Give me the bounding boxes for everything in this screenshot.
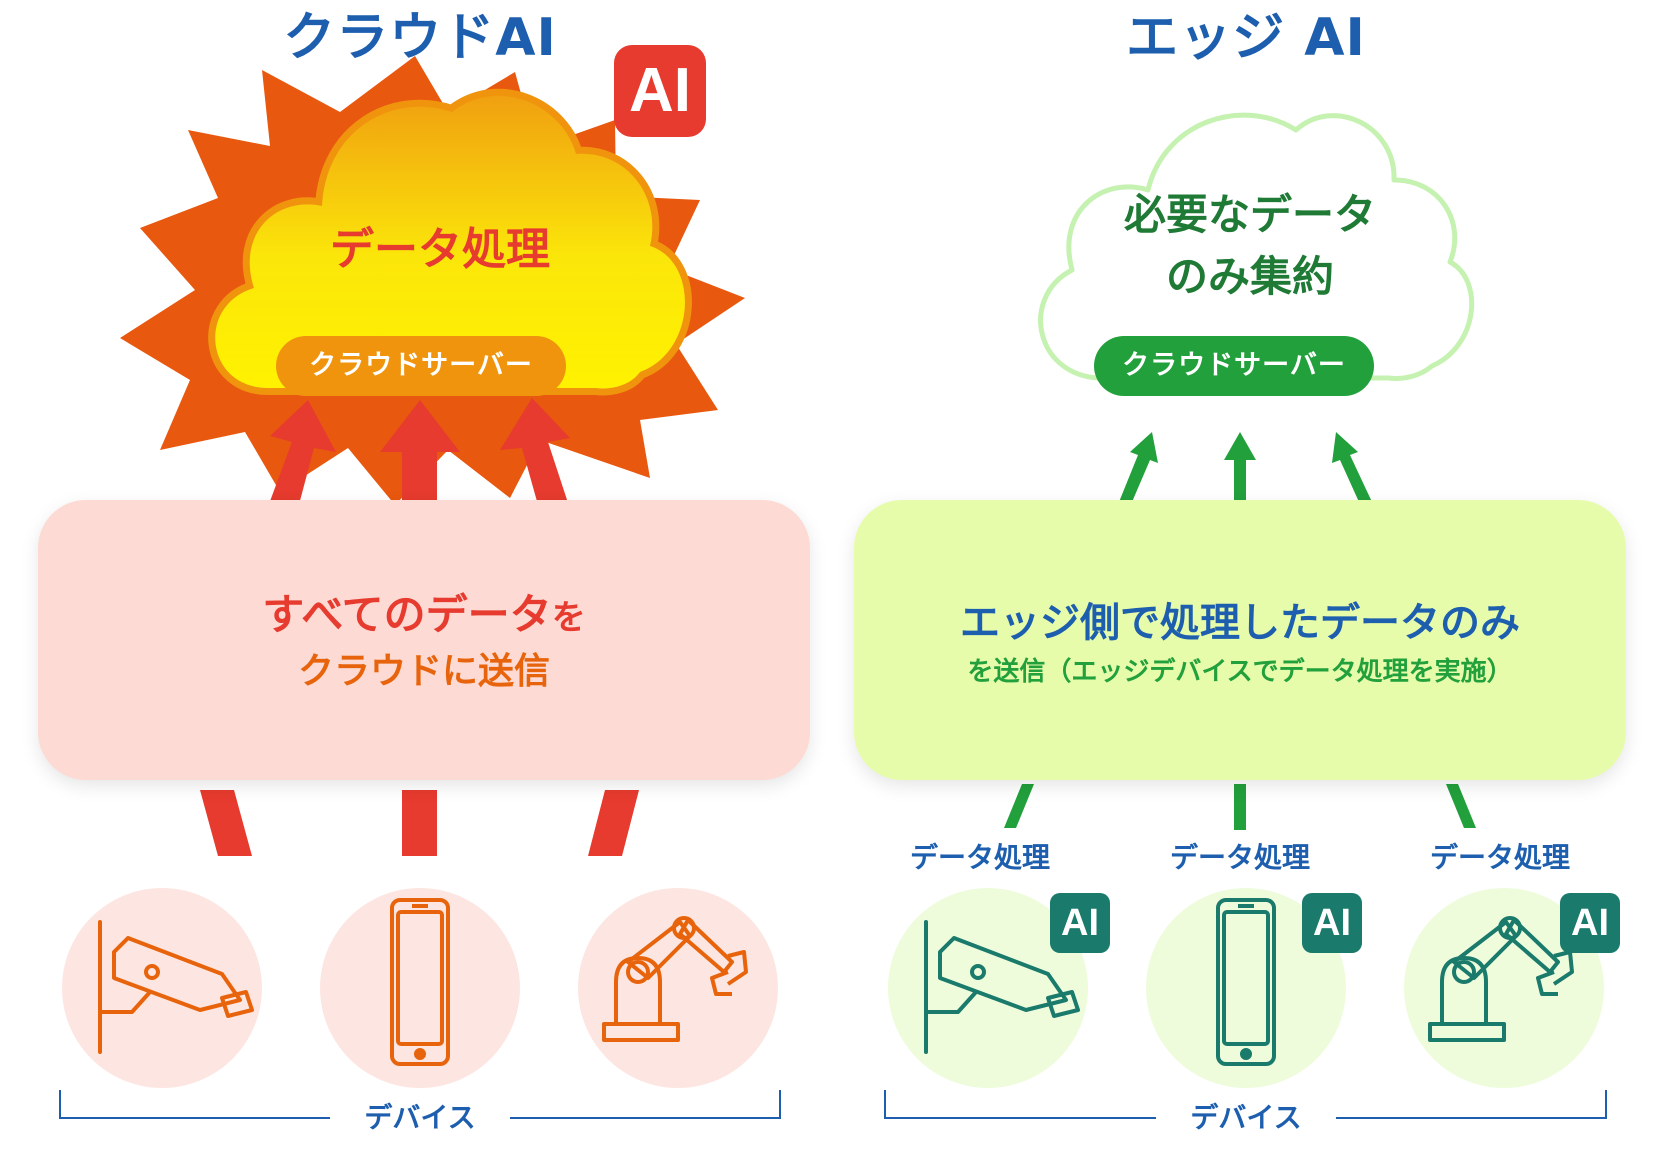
edge-camera-icon xyxy=(924,920,1080,1054)
edge-process-label: データ処理 xyxy=(1429,841,1570,874)
send-all-data-box: すべてのデータを クラウドに送信 xyxy=(38,500,810,780)
edge-ai-title: エッジ AI xyxy=(1126,8,1366,68)
left-devices-label: デバイス xyxy=(330,1100,510,1136)
edge-ai-badge: AI xyxy=(1302,893,1362,953)
edge-smartphone-icon xyxy=(1216,898,1276,1066)
left-up-arrows xyxy=(266,398,571,512)
send-all-data-suffix: を xyxy=(551,598,586,638)
edge-process-label: データ処理 xyxy=(1169,841,1310,874)
cloud-server-pill: クラウドサーバー xyxy=(276,336,566,396)
send-processed-data-main: エッジ側で処理したデータのみ xyxy=(960,600,1520,646)
edge-cloud-line2: のみ集約 xyxy=(1165,252,1334,301)
camera-icon xyxy=(98,920,254,1054)
left-device-circles xyxy=(62,888,778,1088)
edge-ai-badge: AI xyxy=(1560,893,1620,953)
send-processed-data-sub: を送信（エッジデバイスでデータ処理を実施） xyxy=(967,657,1513,687)
right-device-bracket xyxy=(884,1090,1607,1119)
cloud-server-cloud xyxy=(208,88,692,396)
edge-ai-badge: AI xyxy=(1050,893,1110,953)
cloud-data-processing-text: データ処理 xyxy=(330,224,550,275)
left-device-arrows xyxy=(200,790,639,856)
robot-arm-icon xyxy=(602,916,748,1042)
send-processed-data-box: エッジ側で処理したデータのみ を送信（エッジデバイスでデータ処理を実施） xyxy=(854,500,1626,780)
smartphone-icon xyxy=(390,898,450,1066)
right-device-arrows xyxy=(1004,784,1476,830)
edge-cloud xyxy=(1038,112,1475,381)
edge-cloud-server-pill: クラウドサーバー xyxy=(1094,336,1374,396)
right-devices-label: デバイス xyxy=(1156,1100,1336,1136)
send-all-data-main: すべてのデータ xyxy=(262,590,552,639)
edge-cloud-line1: 必要なデータ xyxy=(1123,190,1376,239)
right-up-arrows xyxy=(1119,432,1372,502)
edge-process-label: データ処理 xyxy=(909,841,1050,874)
cloud-ai-title: クラウドAI xyxy=(283,8,557,68)
edge-robot-arm-icon xyxy=(1428,916,1574,1042)
send-to-cloud-text: クラウドに送信 xyxy=(297,651,550,692)
left-device-bracket xyxy=(59,1090,781,1119)
ai-badge: AI xyxy=(614,45,706,137)
